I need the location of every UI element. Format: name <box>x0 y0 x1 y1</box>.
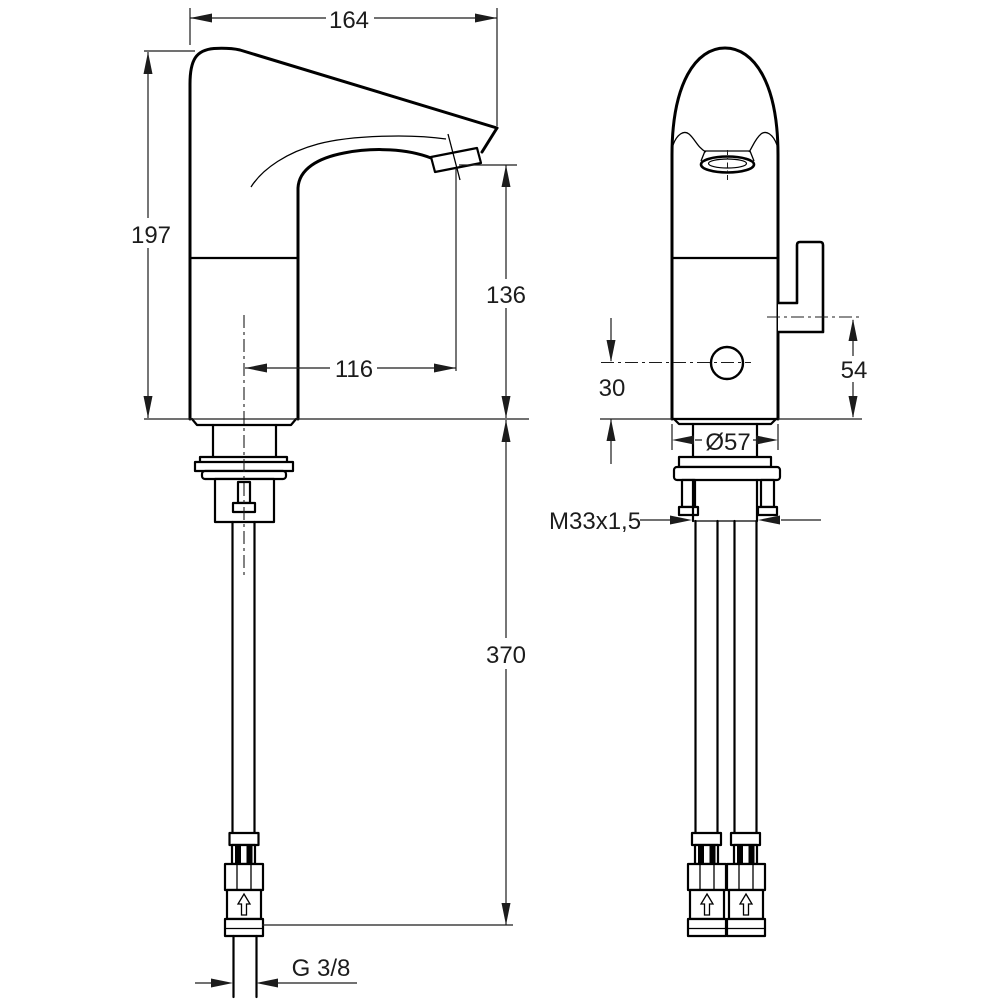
dim-lever-height: 54 <box>778 319 868 420</box>
connector-hex-flats <box>699 864 715 890</box>
connector-crimp-stripe <box>246 845 253 864</box>
front-spout-curve-left <box>672 131 707 153</box>
front-flange-top <box>677 455 773 469</box>
connector-ferrule-cap <box>228 831 260 847</box>
dim-arrow-right-icon <box>756 435 778 445</box>
dim-spout-projection: 116 <box>245 356 456 383</box>
side-view <box>188 46 499 999</box>
side-spout-tip-edge <box>480 126 499 154</box>
dim-arrow-up-icon <box>501 420 511 442</box>
front-bolt-right <box>759 478 776 509</box>
dim-arrow-left-icon <box>758 515 780 525</box>
front-view <box>601 46 862 938</box>
side-shank <box>211 423 278 459</box>
connector-hex-flats <box>738 864 754 890</box>
connector-ferrule-cap <box>690 831 723 847</box>
dim-arrow-left-icon <box>190 13 212 23</box>
connector-hex-nut <box>725 862 767 892</box>
dim-label-197: 197 <box>131 222 171 249</box>
dim-mounting-thread: M33x1,5 <box>549 508 821 535</box>
front-flange-bottom <box>672 465 782 482</box>
dim-arrow-down-icon <box>606 340 616 362</box>
dim-arrow-right-icon <box>670 515 692 525</box>
front-hose-connector-left <box>686 831 728 938</box>
dim-arrow-right-icon <box>475 13 497 23</box>
dim-arrow-left-icon <box>256 978 278 988</box>
dim-label-370: 370 <box>486 642 526 669</box>
side-aerator <box>429 146 483 174</box>
connector-end-cap <box>725 917 767 938</box>
dim-arrow-left-icon <box>245 363 267 373</box>
flow-direction-arrow-icon <box>236 892 252 916</box>
dim-arrow-up-icon <box>501 165 511 187</box>
dim-arrow-down-icon <box>143 396 153 418</box>
flow-direction-arrow-icon <box>699 892 715 916</box>
connector-crimp-stripe <box>698 845 704 864</box>
dim-arrow-up-icon <box>143 52 153 74</box>
connector-crimp-stripe <box>737 845 743 864</box>
connector-crimp-stripe <box>235 845 241 864</box>
connector-end-cap <box>223 917 265 938</box>
connector-hex-nut <box>223 862 265 892</box>
front-spout-curve-right <box>748 131 778 153</box>
dim-arrow-right-icon <box>434 363 456 373</box>
dim-label-m33: M33x1,5 <box>549 508 641 535</box>
dim-total-height: 197 <box>131 50 195 418</box>
front-body-outline <box>670 46 780 421</box>
front-base-skirt <box>672 417 778 426</box>
front-hose-connector-right <box>725 831 767 938</box>
dim-hose-length: 370 <box>262 420 526 926</box>
dim-arrow-right-icon <box>211 978 233 988</box>
side-hose-connector <box>223 831 265 938</box>
dim-label-57: Ø57 <box>705 429 750 456</box>
connector-hex-nut <box>686 862 728 892</box>
dim-arrow-up-icon <box>848 319 858 341</box>
dim-arrow-down-icon <box>501 396 511 418</box>
dim-body-diameter: Ø57 <box>671 424 779 456</box>
connector-end-cap <box>686 917 728 938</box>
side-outlet-tick <box>447 133 461 181</box>
connector-crimp-stripe <box>709 845 716 864</box>
dim-label-116: 116 <box>335 356 373 383</box>
front-bolt-left-foot <box>677 505 700 517</box>
front-supply-hoses <box>694 519 758 835</box>
front-threaded-shank <box>691 478 759 523</box>
connector-hex-flats <box>236 864 252 890</box>
dim-arrow-left-icon <box>672 435 694 445</box>
dim-sensor-height: 30 <box>599 318 672 464</box>
dim-label-30: 30 <box>599 375 626 402</box>
flow-direction-arrow-icon <box>738 892 754 916</box>
dim-label-g38: G 3/8 <box>292 955 351 982</box>
side-supply-hose <box>231 520 256 835</box>
dim-arrow-up-icon <box>606 419 616 441</box>
dim-arrow-down-icon <box>501 903 511 925</box>
connector-crimp-stripe <box>748 845 755 864</box>
front-temperature-lever <box>778 240 825 334</box>
front-bolt-right-foot <box>756 505 779 517</box>
side-connection-tube <box>232 934 258 999</box>
side-base-skirt <box>190 417 298 427</box>
connector-ferrule-cap <box>729 831 762 847</box>
dim-arrow-down-icon <box>848 396 858 418</box>
dimensions: 164 197 136 116 <box>131 7 867 988</box>
dim-label-136: 136 <box>486 282 526 309</box>
dim-label-164: 164 <box>329 7 369 34</box>
dim-spout-reach: 164 <box>189 7 498 126</box>
side-spout-underside <box>296 148 433 421</box>
dim-outlet-height: 136 <box>455 164 526 418</box>
dim-label-54: 54 <box>841 357 868 384</box>
dim-supply-connection: G 3/8 <box>195 955 357 988</box>
side-body-spout-outline <box>188 46 499 421</box>
side-spout-inner-line <box>250 135 447 188</box>
front-aerator <box>699 150 756 182</box>
